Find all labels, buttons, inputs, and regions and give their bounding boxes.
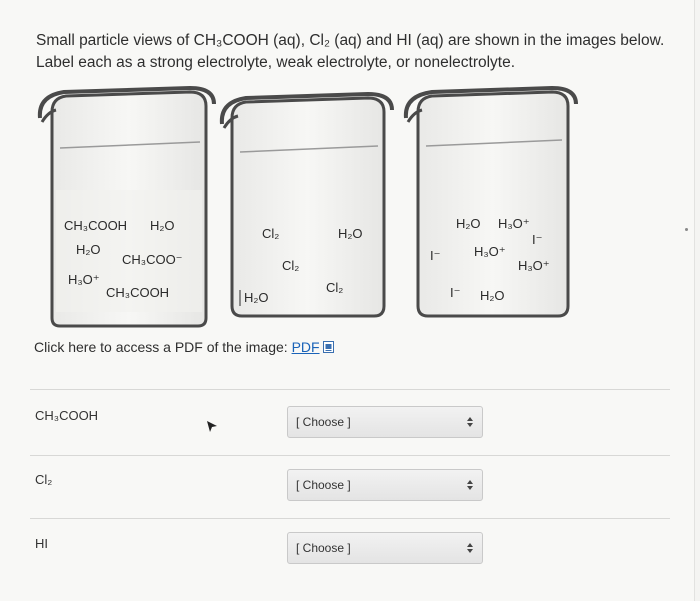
b3-h3o-2: H₃O⁺ [474, 244, 506, 259]
select-acetic-acid[interactable]: [ Choose ] [287, 406, 483, 438]
select-arrows-icon [467, 543, 473, 553]
pdf-access-line: Click here to access a PDF of the image:… [34, 339, 334, 355]
separator-1 [30, 455, 670, 456]
b1-h2o-1: H₂O [150, 218, 175, 233]
b2-cl2-2: Cl₂ [282, 258, 299, 273]
b1-ch3cooh-2: CH₃COOH [106, 285, 169, 300]
beakers-illustration: CH₃COOH H₂O H₂O CH₃COO⁻ H₃O⁺ CH₃COOH Cl₂… [37, 85, 578, 328]
row-label-hydroiodic-acid: HI [35, 536, 48, 551]
b3-i-ion-3: I⁻ [450, 285, 460, 300]
select-arrows-icon [467, 480, 473, 490]
b1-ch3cooh-1: CH₃COOH [64, 218, 127, 233]
b2-h2o-2: H₂O [244, 290, 269, 305]
b3-h2o-1: H₂O [456, 216, 481, 231]
pdf-access-text: Click here to access a PDF of the image: [34, 339, 292, 355]
row-label-acetic-acid: CH₃COOH [35, 408, 99, 423]
beaker-hydroiodic-acid [403, 85, 578, 318]
b2-cl2-3: Cl₂ [326, 280, 343, 295]
select-acetic-acid-value: [ Choose ] [296, 415, 351, 429]
b2-cl2-1: Cl₂ [262, 226, 279, 241]
b3-h3o-3: H₃O⁺ [518, 258, 550, 273]
question-text: Small particle views of CH₃COOH (aq), Cl… [36, 32, 665, 71]
select-chlorine[interactable]: [ Choose ] [287, 469, 483, 501]
pdf-link[interactable]: PDF [291, 339, 320, 355]
b3-i-ion-2: I⁻ [430, 248, 440, 263]
b3-i-ion-1: I⁻ [532, 232, 542, 247]
b1-h3o-ion: H₃O⁺ [68, 272, 100, 287]
separator-top [30, 389, 670, 390]
b3-h3o-1: H₃O⁺ [498, 216, 530, 231]
beakers-figure: CH₃COOH H₂O H₂O CH₃COO⁻ H₃O⁺ CH₃COOH Cl₂… [37, 85, 578, 328]
row-label-chlorine: Cl₂ [35, 472, 53, 487]
separator-2 [30, 518, 670, 519]
select-chlorine-value: [ Choose ] [296, 478, 351, 492]
b3-h2o-2: H₂O [480, 288, 505, 303]
b1-ch3coo-ion: CH₃COO⁻ [122, 252, 183, 267]
mouse-cursor-icon [207, 421, 217, 432]
select-hydroiodic-acid-value: [ Choose ] [296, 541, 351, 555]
document-icon[interactable] [322, 340, 334, 353]
beaker-acetic-acid [37, 85, 216, 328]
b1-h2o-2: H₂O [76, 242, 101, 257]
b2-h2o-1: H₂O [338, 226, 363, 241]
select-hydroiodic-acid[interactable]: [ Choose ] [287, 532, 483, 564]
beaker-chlorine [219, 91, 394, 318]
scroll-indicator [685, 228, 688, 231]
select-arrows-icon [467, 417, 473, 427]
